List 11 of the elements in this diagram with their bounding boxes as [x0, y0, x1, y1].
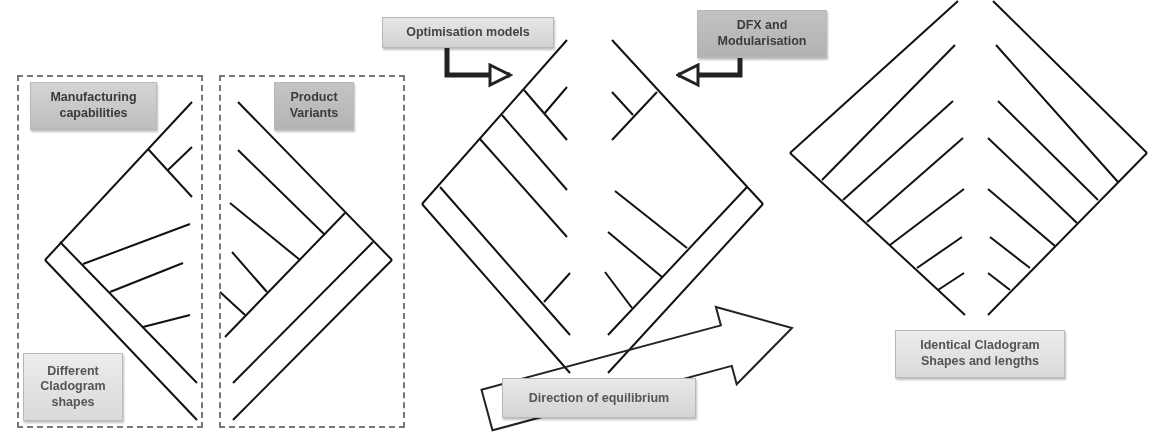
- dashed-frame: [219, 75, 405, 428]
- text-label-box: Optimisation models: [382, 17, 554, 48]
- dashed-frame: [17, 75, 203, 428]
- arrow: [676, 58, 743, 87]
- text-label-box: Product Variants: [274, 82, 354, 130]
- text-label-box: Manufacturing capabilities: [30, 82, 157, 130]
- text-label-box: Different Cladogram shapes: [23, 353, 123, 421]
- edge-label: Direction of equilibrium: [502, 378, 696, 418]
- text-label-box: DFX and Modularisation: [697, 10, 827, 58]
- arrow: [444, 48, 512, 87]
- text-label-box: Identical Cladogram Shapes and lengths: [895, 330, 1065, 378]
